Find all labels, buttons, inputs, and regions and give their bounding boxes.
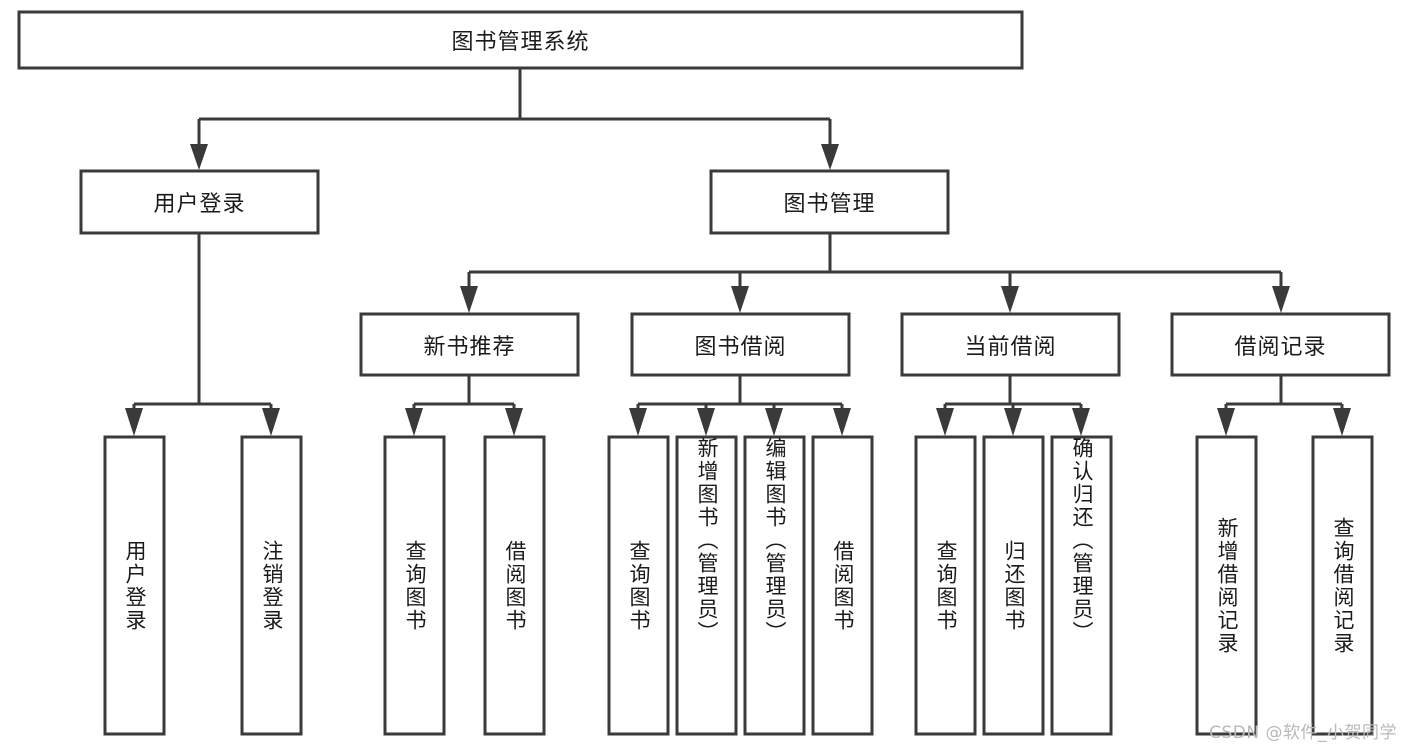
- arrow-head-current-borrow: [1001, 286, 1019, 313]
- arrow-head-borrow-record: [1272, 286, 1290, 313]
- leaf-box-query-book-2[interactable]: [607, 435, 670, 736]
- leaf-box-borrow-book-2[interactable]: [811, 435, 874, 736]
- leaf-box-user-login[interactable]: [103, 435, 166, 736]
- arrow-head-leaf-edit-book: [765, 408, 783, 436]
- arrow-head-leaf-logout-login: [262, 408, 280, 436]
- leaf-box-query-book-3[interactable]: [914, 435, 977, 736]
- arrow-head-leaf-return-book: [1004, 408, 1022, 436]
- arrow-head-leaf-query-book-2: [629, 408, 647, 436]
- leaf-box-query-record[interactable]: [1311, 435, 1374, 736]
- node-borrow-record-box[interactable]: [1170, 312, 1391, 377]
- arrow-head-leaf-confirm-return: [1072, 408, 1090, 436]
- leaf-box-edit-book[interactable]: [743, 435, 806, 736]
- arrow-head-leaf-user-login: [125, 408, 143, 436]
- arrow-head-leaf-query-book-3: [936, 408, 954, 436]
- leaf-box-logout-login[interactable]: [240, 435, 303, 736]
- node-book-manage-box[interactable]: [709, 169, 950, 235]
- arrow-head-leaf-borrow-book-2: [833, 408, 851, 436]
- node-book-borrow-box[interactable]: [630, 312, 851, 377]
- leaf-box-confirm-return[interactable]: [1050, 435, 1113, 736]
- csdn-watermark: CSDN @软件_小贺同学: [1209, 723, 1397, 743]
- leaf-box-return-book[interactable]: [982, 435, 1045, 736]
- leaf-box-add-book[interactable]: [675, 435, 738, 736]
- leaf-box-borrow-book-1[interactable]: [483, 435, 546, 736]
- node-user-login-box[interactable]: [79, 169, 320, 235]
- leaf-box-add-record[interactable]: [1195, 435, 1258, 736]
- arrow-head-leaf-add-book: [697, 408, 715, 436]
- arrow-head-book-borrow: [731, 286, 749, 313]
- arrow-head-leaf-add-record: [1217, 408, 1235, 436]
- arrow-head-book-manage: [821, 144, 839, 170]
- arrow-head-new-book-recommend: [460, 286, 478, 313]
- node-new-book-recommend-box[interactable]: [359, 312, 580, 377]
- arrow-head-leaf-query-record: [1333, 408, 1351, 436]
- leaf-box-query-book-1[interactable]: [383, 435, 446, 736]
- node-root-box[interactable]: [17, 10, 1024, 70]
- arrow-head-leaf-query-book-1: [405, 408, 423, 436]
- node-current-borrow-box[interactable]: [900, 312, 1121, 377]
- arrow-head-leaf-borrow-book-1: [505, 408, 523, 436]
- arrow-head-user-login: [190, 144, 208, 170]
